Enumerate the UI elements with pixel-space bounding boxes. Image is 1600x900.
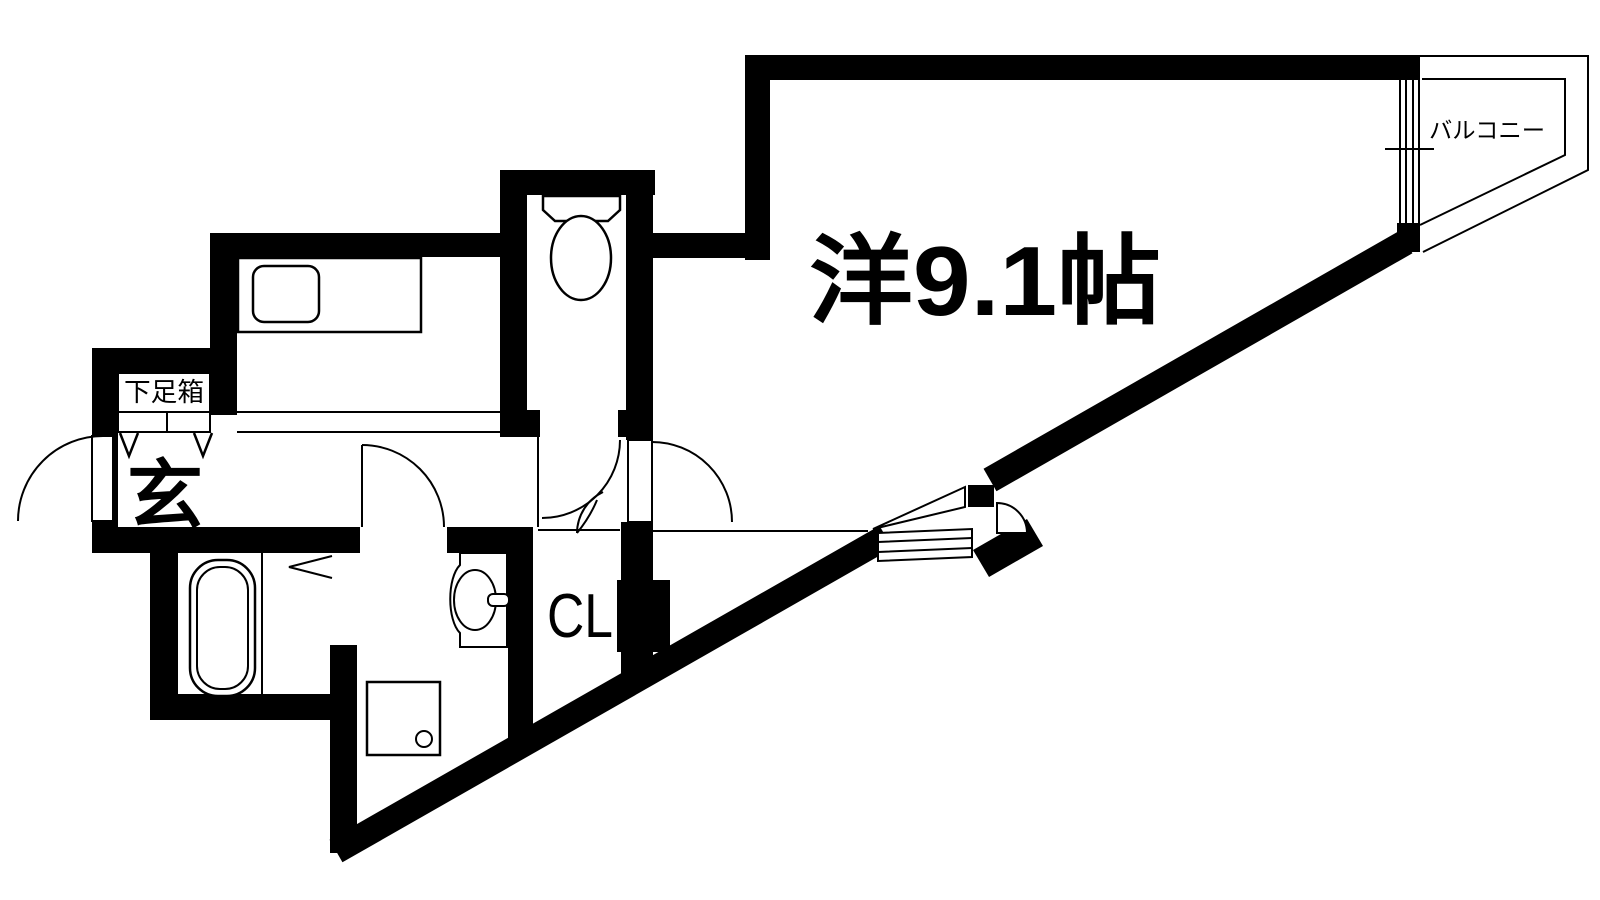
wall-block [968,485,994,507]
wall-segment [210,233,237,415]
toilet-bowl [549,214,613,302]
toilet-tank [541,194,622,223]
shoe-box-area [117,372,214,460]
balcony-outer-rail [1418,55,1589,253]
wall-segment [745,55,1420,80]
wall-segment [626,170,653,440]
doors [17,435,733,579]
entrance-label: 玄 [127,454,203,539]
shower-drain [415,730,433,748]
door-leaf [91,435,114,522]
folding-door [288,555,333,579]
shoe-box-shelf [117,411,211,433]
kitchen-sink-symbol [236,256,423,334]
walls [92,55,1420,863]
shoe-box-label: 下足箱 [124,377,204,407]
wall-segment [92,527,360,553]
wall-segment [330,645,357,853]
bathtub-inner [196,566,249,690]
toilet-symbol [541,194,622,302]
wall-segment [150,527,178,720]
door-arc [361,444,445,528]
diagonal-wall-window [872,485,1043,577]
shower-pan [365,680,442,757]
step-v-mark [192,432,214,460]
closet-label: CL [547,582,613,651]
wall-segment [508,527,533,747]
bathtub-symbol [188,558,257,698]
wall-pillar [617,580,670,652]
door-arc [17,435,104,522]
diagonal-wall-lower [329,525,893,863]
door-leaf-wedge [872,485,966,530]
window-strip-lines [877,537,973,553]
door-arc [576,491,604,534]
door-arc [651,441,733,523]
step-v-mark [118,432,140,460]
fixtures [188,194,622,757]
wall-segment [150,694,335,720]
washbasin-faucet [487,593,510,607]
main-room-label: 洋9.1帖 [809,226,1161,336]
floor-lines [237,411,868,694]
room-labels: 洋9.1帖 バルコニー 下足箱 玄 CL [124,117,1545,651]
balcony [1385,55,1589,253]
hall-door-swing [361,444,445,528]
door-leaf [627,439,653,523]
balcony-label: バルコニー [1429,117,1545,143]
washbasin-symbol [449,552,510,648]
balcony-inner-rail [1419,78,1566,226]
entrance-door-swing [17,435,114,522]
diagonal-wall-upper [983,230,1413,492]
kitchen-sink [251,264,321,324]
main-room-door-swing [627,439,733,523]
wall-segment [618,410,653,437]
balcony-sliding-window [1385,79,1434,223]
shower-pan-symbol [365,680,442,757]
window-strip [877,527,973,563]
wall-segment [745,55,770,260]
wall-segment [210,233,500,257]
wall-segment [653,233,770,258]
wall-segment [500,170,527,437]
main-room-door-swing [996,501,1029,534]
